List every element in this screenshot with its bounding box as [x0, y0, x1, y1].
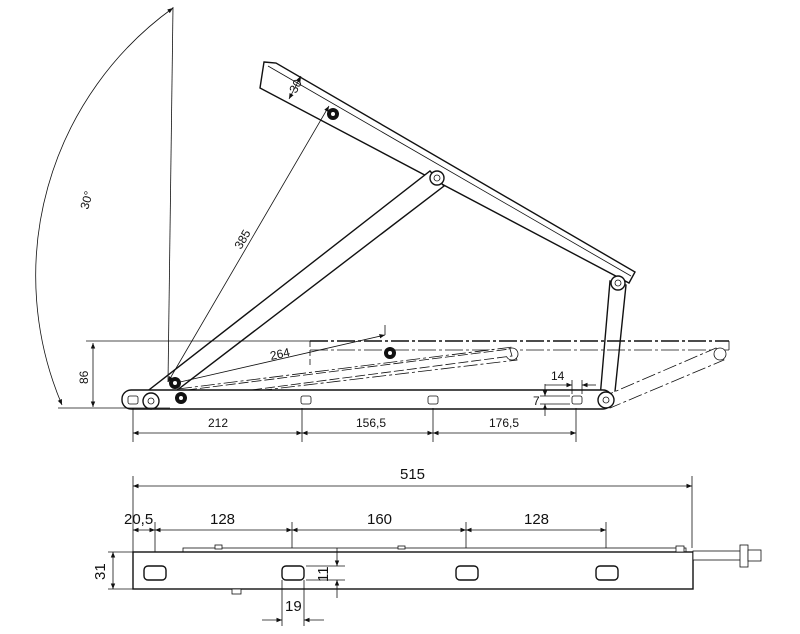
mount-slot-1 [143, 565, 167, 581]
spacing-label-1: 212 [208, 416, 228, 430]
side-view: 30 [35, 6, 730, 442]
bottom-view: 515 20,5 128 160 128 31 [92, 466, 762, 626]
lid-width-dimension: 30 [286, 75, 305, 100]
bottom-spacing-2: 160 [367, 511, 392, 528]
angle-arc [35, 7, 174, 406]
slot-width-label: 14 [551, 369, 565, 383]
radius-385-label: 385 [231, 227, 253, 252]
radius-264-label: 264 [269, 345, 292, 363]
height-86-label: 86 [77, 370, 91, 384]
slot-height-label: 7 [533, 394, 540, 408]
mount-slot-2 [281, 565, 305, 581]
lid-width-label: 30 [286, 77, 305, 96]
radius-264-line [179, 334, 386, 383]
angle-label: 30° [77, 189, 96, 210]
mount-slot-4 [595, 565, 619, 581]
rail-height-label: 31 [92, 563, 109, 580]
spacing-label-2: 156,5 [356, 416, 386, 430]
side-spacing-dimensions: 212 156,5 176,5 [132, 408, 577, 442]
lid-frame [259, 61, 636, 284]
total-length-label: 515 [400, 466, 425, 483]
bottom-spacing-3: 128 [524, 511, 549, 528]
slot-h-label: 11 [315, 566, 332, 582]
radius-385-line [167, 105, 330, 383]
spacing-label-3: 176,5 [489, 416, 519, 430]
mount-slot-3 [455, 565, 479, 581]
slot-w-label: 19 [285, 598, 302, 615]
bottom-spacing-1: 128 [210, 511, 235, 528]
offset-label: 20,5 [124, 511, 153, 528]
